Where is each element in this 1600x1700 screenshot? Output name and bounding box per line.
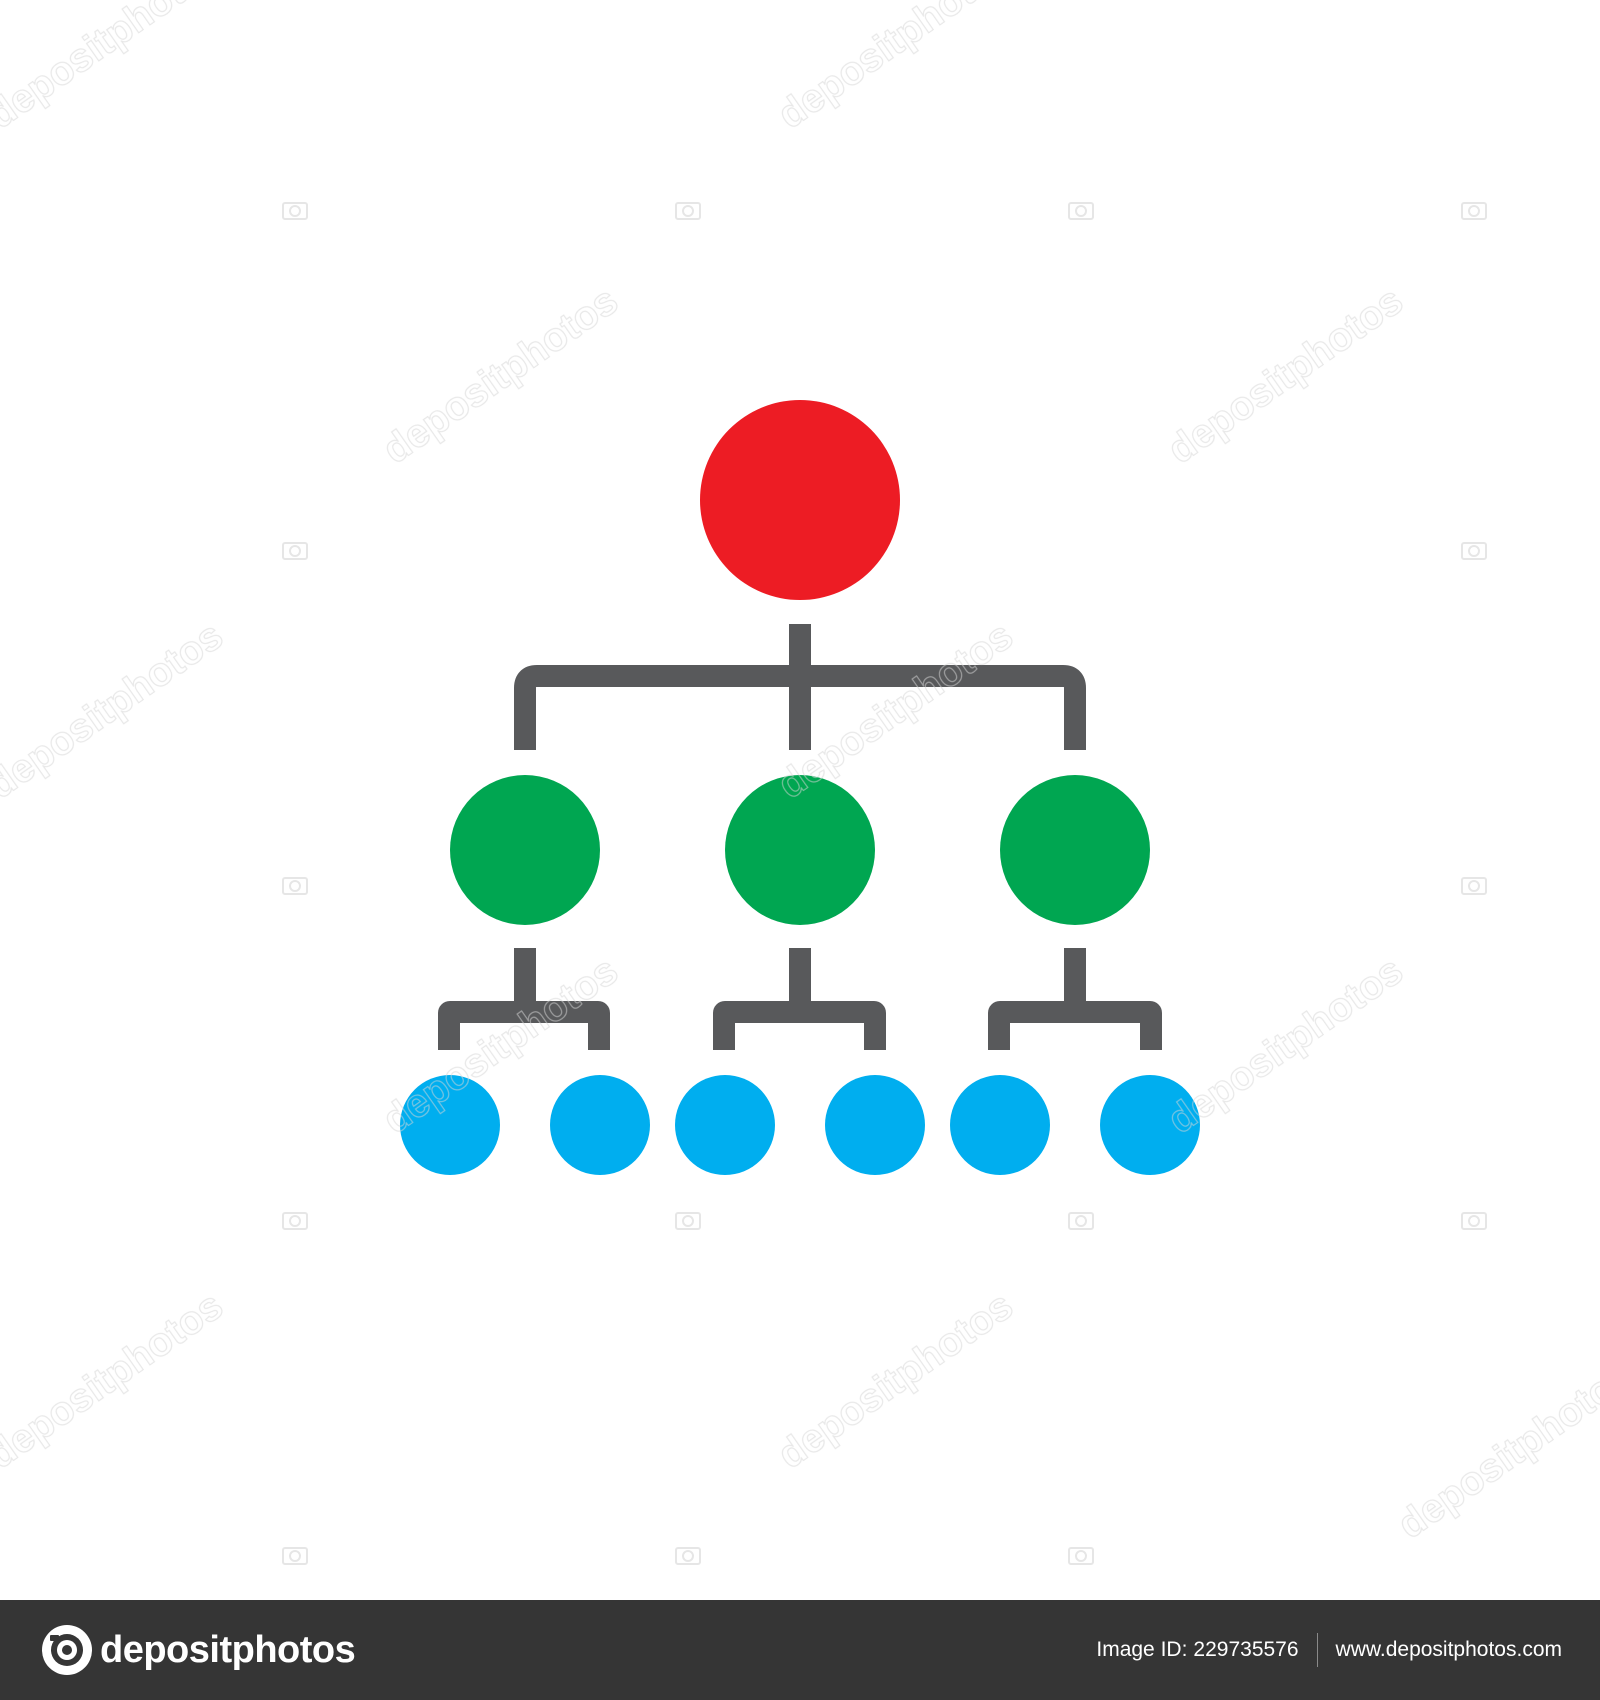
- leaf-node-2: [550, 1075, 650, 1175]
- meta-divider: [1316, 1633, 1318, 1667]
- image-id-value: 229735576: [1193, 1638, 1299, 1661]
- depositphotos-logo: depositphotos: [40, 1622, 356, 1678]
- root-node: [700, 400, 900, 600]
- leaf-node-6: [1100, 1075, 1200, 1175]
- brand-name: depositphotos: [100, 1628, 356, 1671]
- org-chart-diagram: [400, 400, 1200, 1175]
- leaf-node-5: [950, 1075, 1050, 1175]
- middle-node-center: [725, 775, 875, 925]
- right-branch-connector: [988, 948, 1162, 1050]
- image-id-label: Image ID:: [1096, 1638, 1188, 1661]
- footer-bar: depositphotos Image ID: 229735576 www.de…: [0, 1600, 1600, 1700]
- center-branch-connector: [713, 948, 886, 1050]
- leaf-node-4: [825, 1075, 925, 1175]
- middle-node-right: [1000, 775, 1150, 925]
- image-meta: Image ID: 229735576 www.depositphotos.co…: [1096, 1600, 1562, 1700]
- root-connector: [514, 624, 1086, 750]
- site-url[interactable]: www.depositphotos.com: [1335, 1638, 1562, 1661]
- left-branch-connector: [438, 948, 610, 1050]
- leaf-node-1: [400, 1075, 500, 1175]
- middle-node-left: [450, 775, 600, 925]
- connector-lines: [438, 624, 1162, 1050]
- camera-logo-icon: [42, 1625, 92, 1675]
- leaf-node-3: [675, 1075, 775, 1175]
